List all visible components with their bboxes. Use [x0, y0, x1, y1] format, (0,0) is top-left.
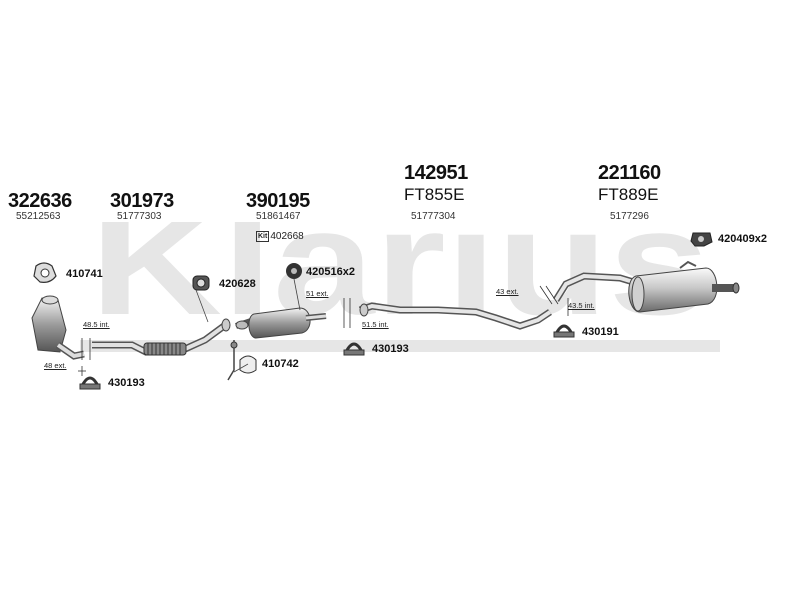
clamp-430193-a-icon: [79, 376, 101, 390]
dimension-43-ext: 43 ext.: [496, 287, 519, 296]
fitting-label-420409: 420409x2: [718, 233, 767, 245]
downpipe-drawing: [31, 295, 85, 360]
rubber-420409-icon: [690, 232, 713, 247]
fitting-label-420628: 420628: [219, 278, 256, 290]
rear-silencer-drawing: [553, 260, 740, 313]
front-pipe-drawing: [92, 318, 231, 356]
oem-number-catalyst: 51861467: [256, 211, 301, 222]
fitting-label-410742: 410742: [262, 358, 299, 370]
sensor-410742-icon: [227, 340, 257, 381]
gasket-420628-icon: [192, 275, 210, 291]
fitting-label-410741: 410741: [66, 268, 103, 280]
fitting-label-430193-b: 430193: [372, 343, 409, 355]
part-number-rear-silencer: 221160: [598, 162, 661, 184]
clamp-410741-icon: [33, 262, 57, 283]
oem-number-centre-pipe: 51777304: [411, 211, 456, 222]
fitting-label-430191: 430191: [582, 326, 619, 338]
part-number-front-pipe: 301973: [110, 190, 174, 212]
leader-lines: [195, 278, 301, 373]
clamp-430191-icon: [553, 324, 575, 338]
dimension-48-ext: 48 ext.: [44, 361, 67, 370]
dimension-43-5-int: 43.5 int.: [568, 301, 595, 310]
dimension-48-5-int: 48.5 int.: [83, 320, 110, 329]
kit-number: 402668: [270, 231, 304, 242]
alt-code-rear-silencer: FT889E: [598, 185, 659, 204]
part-number-downpipe: 322636: [8, 190, 72, 212]
oem-number-downpipe: 55212563: [16, 211, 61, 222]
catalyst-drawing: [235, 307, 327, 339]
dimension-51-5-int: 51.5 int.: [362, 320, 389, 329]
clamp-430193-b-icon: [343, 342, 365, 356]
fitting-label-420516: 420516x2: [306, 266, 355, 278]
rubber-420516-icon: [286, 263, 302, 279]
alt-code-centre-pipe: FT855E: [404, 185, 465, 204]
part-number-centre-pipe: 142951: [404, 162, 468, 184]
dimension-51-ext: 51 ext.: [306, 289, 329, 298]
dimension-markers: [78, 285, 569, 376]
fitting-label-430193-a: 430193: [108, 377, 145, 389]
centre-pipe-drawing: [358, 302, 552, 330]
oem-number-front-pipe: 51777303: [117, 211, 162, 222]
kit-reference: Kit 402668: [256, 231, 304, 242]
kit-badge: Kit: [256, 231, 270, 242]
oem-number-rear-silencer: 5177296: [610, 211, 649, 222]
part-number-catalyst: 390195: [246, 190, 310, 212]
